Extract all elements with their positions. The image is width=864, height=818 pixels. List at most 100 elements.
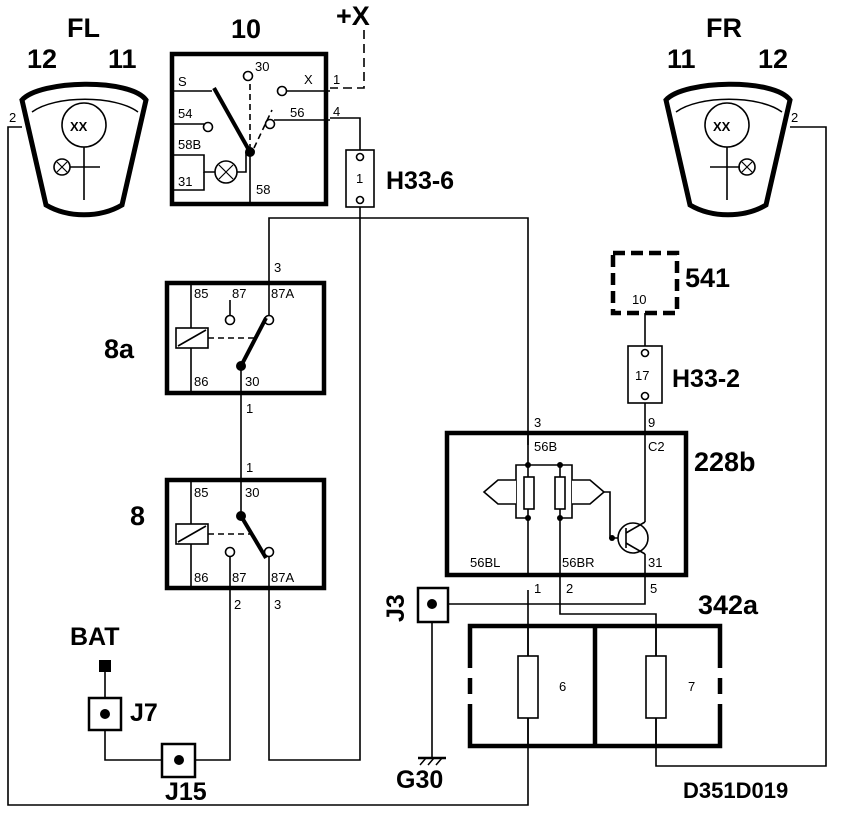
arrow-left-icon — [482, 479, 516, 505]
module-228b-node-d — [557, 515, 563, 521]
bat-label: BAT — [70, 623, 120, 651]
transistor-collector — [625, 521, 646, 534]
lamp-fl-name: FL — [67, 13, 100, 43]
relay-8a-coil-diagonal — [177, 329, 207, 347]
wire-31-to-j3 — [448, 575, 646, 605]
relay-8-t-87a: 87A — [271, 570, 294, 585]
module-228b-pin-56b: 3 — [534, 415, 541, 430]
relay-8a-id: 8a — [104, 334, 135, 364]
lamp-fl-reflector — [31, 98, 139, 113]
lamp-fr: FR 11 12 2 XX — [663, 13, 798, 218]
relay-8a-pin-top: 3 — [274, 260, 281, 275]
switch-10-contact-54 — [202, 121, 214, 133]
switch-10-contact-30 — [242, 70, 254, 82]
relay-8a-box — [164, 280, 327, 396]
wire-fl-to-bottom — [7, 126, 529, 806]
switch-10: 10 S 30 X 54 56 58B 31 58 1 4 — [169, 14, 340, 207]
relay-8-contact-87a — [263, 546, 275, 558]
lamp-342a-left-label: 6 — [559, 679, 566, 694]
lamp-element-icon — [517, 655, 539, 719]
lamp-fr-pin: 2 — [791, 110, 798, 125]
fuse-h33-6-number: 1 — [356, 171, 363, 186]
switch-10-t-54: 54 — [178, 106, 192, 121]
relay-8-coil-diagonal — [177, 525, 207, 543]
lamp-fr-name: FR — [706, 13, 742, 43]
g30-label: G30 — [396, 766, 443, 794]
j7-node — [100, 709, 110, 719]
switch-10-t-58b: 58B — [178, 137, 201, 152]
resistor-icon — [523, 476, 535, 510]
switch-10-box — [169, 51, 329, 207]
j3-label: J3 — [382, 594, 410, 622]
transistor-emitter — [625, 542, 646, 555]
fuse-h33-2-pin-bottom — [640, 391, 650, 401]
module-228b-id: 228b — [694, 447, 756, 477]
arrow-right-icon — [572, 479, 606, 505]
battery-connectors: BAT J7 J15 — [70, 623, 207, 806]
fuse-h33-2-number: 17 — [635, 368, 649, 383]
switch-10-t-56: 56 — [290, 105, 304, 120]
module-228b-pin-56bl: 1 — [534, 581, 541, 596]
module-228b-box — [444, 430, 689, 578]
relay-8-t-30: 30 — [245, 485, 259, 500]
relay-8a-t-87a: 87A — [271, 286, 294, 301]
bulb-small-cross — [56, 161, 68, 173]
bulb-small-cross — [741, 161, 753, 173]
wire-switch-to-fuse — [330, 117, 361, 152]
relay-8-pin-top: 1 — [246, 460, 253, 475]
module-228b-base-node — [609, 535, 615, 541]
relay-8-contact-87 — [224, 546, 236, 558]
lamp-fl-num-b: 11 — [108, 44, 137, 74]
relay-8a-armature — [239, 317, 268, 367]
switch-10-t-58: 58 — [256, 182, 270, 197]
fuse-h33-2-pin-top — [640, 348, 650, 358]
module-228b: 228b 3 9 56B C2 56BL 56BR 31 1 2 5 — [444, 415, 756, 596]
lamp-element-icon — [645, 655, 667, 719]
fuse-h33-2: 17 H33-2 — [627, 345, 740, 404]
relay-8-armature — [239, 514, 268, 560]
module-541-id: 541 — [685, 263, 730, 293]
relay-8-pin-left: 2 — [234, 597, 241, 612]
bat-terminal-icon — [99, 660, 111, 672]
lamp-fr-reflector — [675, 98, 783, 113]
fuse-h33-6-label: H33-6 — [386, 167, 454, 195]
lamp-fl: FL 12 11 2 XX — [9, 13, 149, 218]
switch-10-31-line — [172, 172, 205, 191]
wire-j7-to-j15 — [104, 730, 162, 761]
switch-10-bulb-cross — [218, 164, 234, 180]
module-228b-t-31: 31 — [648, 555, 662, 570]
relay-8a-t-87: 87 — [232, 286, 246, 301]
fuse-h33-2-label: H33-2 — [672, 365, 740, 393]
module-228b-t-56bl: 56BL — [470, 555, 500, 570]
module-228b-base-wire — [604, 491, 618, 539]
module-228b-t-c2: C2 — [648, 439, 665, 454]
relay-8-box — [164, 477, 327, 591]
lamp-342a: 342a 6 7 — [467, 590, 759, 749]
switch-10-bulb-wire-b — [237, 152, 247, 173]
switch-10-t-s: S — [178, 74, 187, 89]
module-541: 10 541 — [610, 250, 730, 316]
relay-8a-t-86: 86 — [194, 374, 208, 389]
module-228b-node-c — [525, 515, 531, 521]
resistor-icon — [554, 476, 566, 510]
module-228b-pin-31: 5 — [650, 581, 657, 596]
switch-10-contact-56 — [264, 118, 276, 130]
relay-8a-t-30: 30 — [245, 374, 259, 389]
switch-10-t-31: 31 — [178, 174, 192, 189]
fuse-h33-6-pin-bottom — [355, 195, 365, 205]
lamp-fr-filament: XX — [713, 119, 731, 134]
switch-10-t-30: 30 — [255, 59, 269, 74]
lamp-fl-pin: 2 — [9, 110, 16, 125]
switch-10-pin-56: 4 — [333, 104, 340, 119]
switch-10-id: 10 — [231, 14, 261, 44]
lamp-fl-num-a: 12 — [27, 44, 57, 74]
document-id: D351D019 — [683, 778, 788, 803]
relay-8-t-87: 87 — [232, 570, 246, 585]
relay-8a-pin-bottom: 1 — [246, 401, 253, 416]
module-228b-t-56b: 56B — [534, 439, 557, 454]
wire-supply-dashed — [330, 30, 365, 89]
lamp-fr-num-b: 12 — [758, 44, 788, 74]
lamp-342a-id: 342a — [698, 590, 759, 620]
relay-8-t-86: 86 — [194, 570, 208, 585]
